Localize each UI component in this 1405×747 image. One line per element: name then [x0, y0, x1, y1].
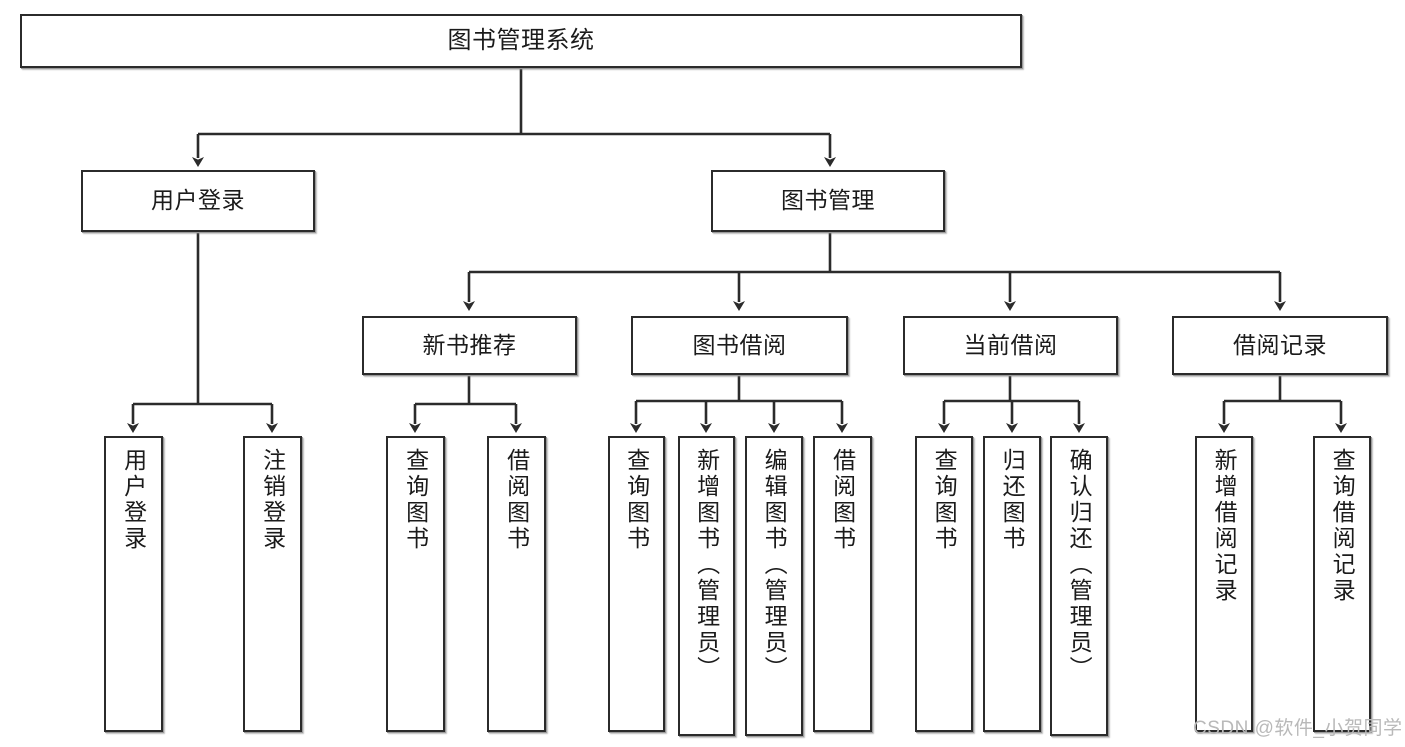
node-label: 图书借阅 [692, 331, 787, 358]
leaf-current-borrow-query-book[interactable]: 查询图书 [915, 436, 973, 732]
node-label: 图书管理系统 [447, 26, 595, 54]
node-label: 新增图书（管理员） [693, 448, 720, 682]
node-label: 新书推荐 [422, 331, 517, 358]
node-user-login[interactable]: 用户登录 [81, 170, 315, 232]
leaf-new-book-borrow-book[interactable]: 借阅图书 [487, 436, 546, 732]
leaf-current-borrow-return-book[interactable]: 归还图书 [983, 436, 1041, 732]
node-book-management[interactable]: 图书管理 [711, 170, 945, 232]
node-label: 图书管理 [781, 187, 875, 214]
node-label: 查询图书 [623, 448, 650, 552]
leaf-book-borrow-query-book[interactable]: 查询图书 [608, 436, 665, 732]
node-label: 借阅图书 [829, 448, 856, 552]
leaf-user-login-logout[interactable]: 注销登录 [243, 436, 302, 732]
leaf-borrow-record-add-record[interactable]: 新增借阅记录 [1195, 436, 1253, 732]
node-label: 查询借阅记录 [1329, 448, 1356, 604]
csdn-watermark: CSDN @软件_小贺同学 [1193, 718, 1403, 739]
node-root-book-management-system[interactable]: 图书管理系统 [20, 14, 1022, 68]
node-label: 注销登录 [259, 448, 286, 552]
leaf-current-borrow-confirm-return-admin[interactable]: 确认归还（管理员） [1050, 436, 1108, 736]
node-label: 编辑图书（管理员） [761, 448, 788, 682]
node-label: 借阅记录 [1233, 331, 1327, 358]
node-label: 用户登录 [120, 448, 147, 552]
leaf-user-login-login[interactable]: 用户登录 [104, 436, 163, 732]
leaf-book-borrow-edit-book-admin[interactable]: 编辑图书（管理员） [745, 436, 803, 736]
node-book-borrow[interactable]: 图书借阅 [631, 316, 848, 375]
node-label: 查询图书 [402, 448, 429, 552]
node-label: 当前借阅 [963, 331, 1058, 358]
node-label: 确认归还（管理员） [1066, 448, 1093, 682]
node-label: 新增借阅记录 [1211, 448, 1238, 604]
node-label: 归还图书 [999, 448, 1026, 552]
node-label: 借阅图书 [503, 448, 530, 552]
leaf-new-book-query-book[interactable]: 查询图书 [386, 436, 445, 732]
node-new-book-recommend[interactable]: 新书推荐 [362, 316, 577, 375]
node-label: 用户登录 [151, 187, 245, 214]
leaf-borrow-record-query-record[interactable]: 查询借阅记录 [1313, 436, 1371, 732]
leaf-book-borrow-add-book-admin[interactable]: 新增图书（管理员） [678, 436, 735, 736]
node-borrow-record[interactable]: 借阅记录 [1172, 316, 1388, 375]
node-current-borrow[interactable]: 当前借阅 [903, 316, 1118, 375]
leaf-book-borrow-borrow-book[interactable]: 借阅图书 [813, 436, 872, 732]
node-label: 查询图书 [931, 448, 958, 552]
